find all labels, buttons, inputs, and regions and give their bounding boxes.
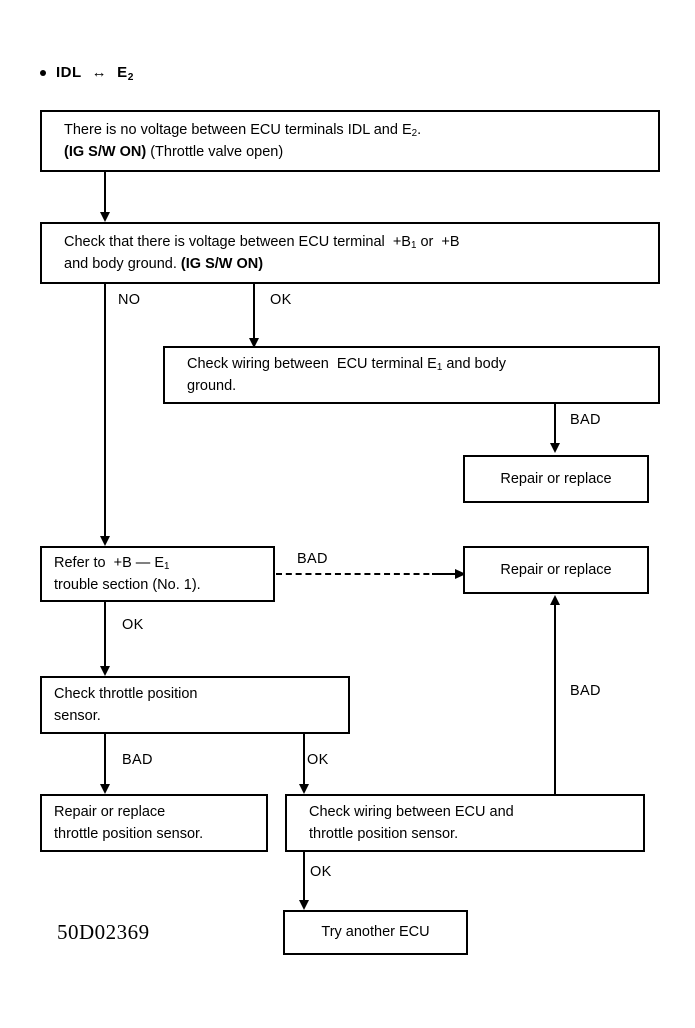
diagram-heading: IDL ↔ E2 (40, 64, 134, 83)
connector-bad-refer-solid (432, 573, 464, 575)
connector-bad-wiring-tps (554, 604, 556, 794)
box-refer-to: Refer to +B — E1 trouble section (No. 1)… (40, 546, 275, 602)
box-check-tps-line1: Check throttle position (54, 685, 198, 702)
arrow-bad-refer (455, 569, 466, 579)
box-check-voltage-line1: Check that there is voltage between ECU … (64, 233, 460, 252)
edge-label-bad-e1: BAD (570, 412, 601, 428)
edge-label-ok-wiring-tps: OK (310, 864, 332, 880)
box-repair-replace-1-text: Repair or replace (500, 470, 612, 487)
box-repair-tps-line2: throttle position sensor. (54, 826, 204, 842)
arrow-bad-e1 (550, 443, 560, 453)
edge-label-ok-tps: OK (307, 752, 329, 768)
bullet-icon (40, 69, 46, 76)
arrow-ok-wiring-tps (299, 900, 309, 910)
arrow-ok-tps (299, 784, 309, 794)
box-refer-to-line2: trouble section (No. 1). (54, 577, 201, 593)
box-symptom-line1: There is no voltage between ECU terminal… (64, 121, 422, 140)
box-check-voltage-line2: and body ground. (IG S/W ON) (64, 256, 264, 272)
arrow-symptom-to-checkvoltage (100, 212, 110, 222)
arrow-ok-branch (249, 338, 259, 348)
figure-code: 50D02369 (57, 920, 150, 944)
bidirectional-arrow-icon: ↔ (91, 64, 108, 81)
arrow-ok-refer (100, 666, 110, 676)
heading-terminal-idl: IDL (56, 64, 82, 81)
box-check-throttle-position-sensor: Check throttle position sensor. (40, 676, 350, 734)
heading-terminal-e2: E2 (117, 64, 134, 83)
box-symptom-line2: (IG S/W ON) (Throttle valve open) (64, 144, 284, 160)
box-check-wiring-e1-line2: ground. (187, 378, 237, 394)
connector-symptom-to-checkvoltage (104, 172, 106, 218)
connector-bad-refer-dashed (276, 573, 449, 575)
box-check-wiring-e1-line1: Check wiring between ECU terminal E1 and… (187, 355, 507, 374)
connector-ok-refer (104, 602, 106, 672)
box-check-wiring-tps: Check wiring between ECU and throttle po… (285, 794, 645, 852)
box-repair-replace-1: Repair or replace (463, 455, 649, 503)
connector-bad-e1 (554, 404, 556, 448)
connector-bad-tps (104, 734, 106, 790)
box-refer-to-line1: Refer to +B — E1 (54, 554, 170, 573)
connector-ok-branch (253, 284, 255, 346)
box-check-wiring-e1: Check wiring between ECU terminal E1 and… (163, 346, 660, 404)
edge-label-ok-refer: OK (122, 617, 144, 633)
box-check-wiring-tps-line1: Check wiring between ECU and (309, 803, 514, 820)
edge-label-ok: OK (270, 292, 292, 308)
box-symptom: There is no voltage between ECU terminal… (40, 110, 660, 172)
edge-label-no: NO (118, 292, 141, 308)
arrow-bad-wiring-tps (550, 595, 560, 605)
box-check-wiring-tps-line2: throttle position sensor. (309, 826, 459, 842)
connector-ok-tps (303, 734, 305, 790)
edge-label-bad-wiring-tps: BAD (570, 683, 601, 699)
arrow-no-branch (100, 536, 110, 546)
box-repair-throttle-position-sensor: Repair or replace throttle position sens… (40, 794, 268, 852)
box-try-another-ecu-text: Try another ECU (321, 924, 430, 941)
box-check-voltage: Check that there is voltage between ECU … (40, 222, 660, 284)
box-check-tps-line2: sensor. (54, 708, 101, 724)
connector-ok-wiring-tps (303, 852, 305, 906)
arrow-bad-tps (100, 784, 110, 794)
box-repair-replace-2: Repair or replace (463, 546, 649, 594)
box-repair-tps-line1: Repair or replace (54, 803, 166, 820)
box-repair-replace-2-text: Repair or replace (500, 561, 612, 578)
connector-no-branch (104, 284, 106, 542)
edge-label-bad-refer: BAD (297, 551, 328, 567)
edge-label-bad-tps: BAD (122, 752, 153, 768)
box-try-another-ecu: Try another ECU (283, 910, 468, 955)
